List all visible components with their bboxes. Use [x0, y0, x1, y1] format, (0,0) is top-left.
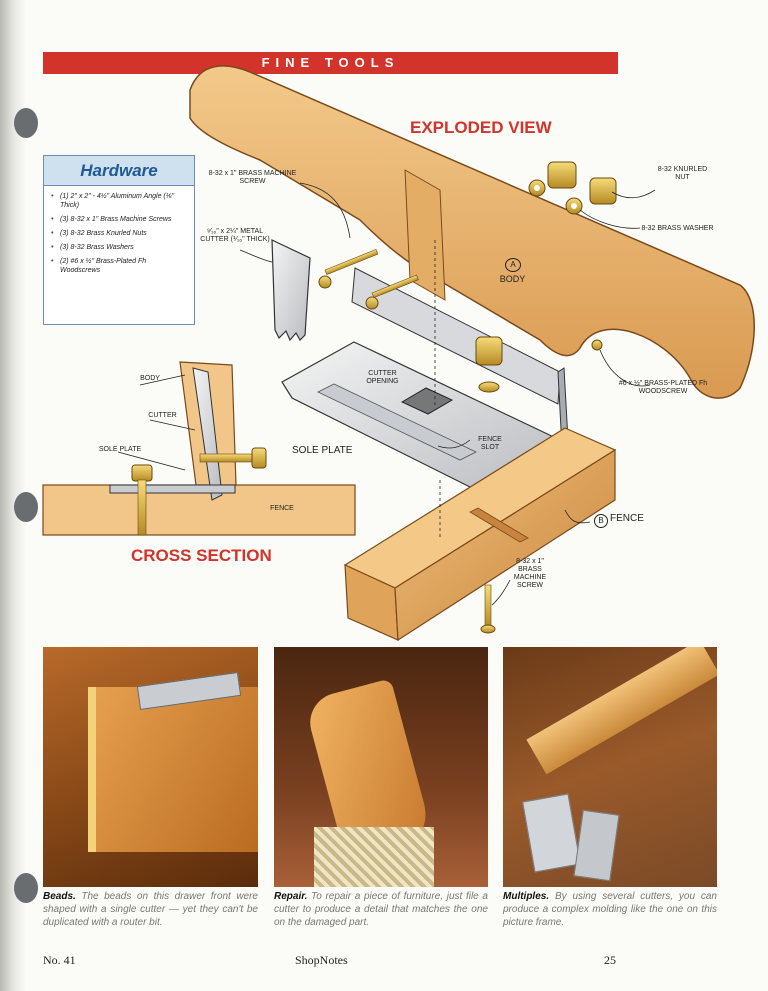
section-banner: FINE TOOLS — [43, 52, 618, 74]
footer-issue: No. 41 — [43, 953, 76, 967]
binder-hole-top — [14, 108, 38, 138]
cross-section-diagram — [42, 361, 356, 536]
machine-screws-top — [318, 249, 419, 310]
body-part — [189, 65, 755, 399]
label-machine-screw-bottom: 8-32 x 1" BRASS MACHINE SCREW — [513, 558, 547, 589]
hardware-box: Hardware (1) 2" x 2" - 4½" Aluminum Angl… — [43, 155, 195, 325]
label-sole-plate: SOLE PLATE — [292, 445, 353, 456]
list-item: (3) 8-32 Brass Washers — [51, 243, 188, 252]
machine-screw-bottom — [480, 584, 496, 634]
fence-part — [343, 427, 617, 642]
photo-repair — [274, 647, 488, 887]
binder-hole-bottom — [14, 873, 38, 903]
caption-repair: Repair. To repair a piece of furniture, … — [274, 891, 488, 928]
photo-multiples — [503, 647, 717, 887]
exploded-view-title: EXPLODED VIEW — [410, 118, 552, 137]
label-cs-fence: FENCE — [270, 505, 294, 512]
hardware-list: (1) 2" x 2" - 4½" Aluminum Angle (⅛" Thi… — [44, 192, 194, 275]
caption-multiples: Multiples. By using several cutters, you… — [503, 891, 717, 928]
metal-cutter — [271, 239, 311, 342]
hardware-title: Hardware — [44, 156, 194, 186]
cross-section-title: CROSS SECTION — [131, 546, 272, 565]
binder-hole-middle — [14, 492, 38, 522]
label-cs-body: BODY — [140, 375, 160, 382]
label-body-letter: A — [505, 258, 521, 272]
footer-page-number: 25 — [604, 953, 616, 967]
label-fence-slot: FENCE SLOT — [478, 436, 502, 451]
label-cs-sole-plate: SOLE PLATE — [98, 446, 142, 453]
label-body: BODY — [499, 274, 526, 284]
knurled-nuts — [475, 161, 617, 393]
label-knurled-nut: 8-32 KNURLED NUT — [657, 166, 708, 181]
list-item: (3) 8-32 Brass Knurled Nuts — [51, 229, 188, 238]
caption-beads: Beads. The beads on this drawer front we… — [43, 891, 258, 928]
label-machine-screw-top: 8-32 x 1" BRASS MACHINE SCREW — [208, 170, 297, 185]
label-woodscrew: #6 x ½" BRASS-PLATED Fh WOODSCREW — [618, 380, 708, 395]
list-item: (3) 8-32 x 1" Brass Machine Screws — [51, 215, 188, 224]
list-item: (2) #6 x ½" Brass-Plated Fh Woodscrews — [51, 257, 188, 275]
photo-beads — [43, 647, 258, 887]
footer-magazine: ShopNotes — [295, 953, 348, 967]
label-brass-washer: 8-32 BRASS WASHER — [641, 225, 714, 232]
list-item: (1) 2" x 2" - 4½" Aluminum Angle (⅛" Thi… — [51, 192, 188, 210]
label-metal-cutter: ⁹⁄₁₆" x 2¼" METAL CUTTER (⅟₁₆" THICK) — [200, 228, 270, 243]
label-fence: FENCE — [610, 513, 644, 524]
label-fence-letter: B — [594, 514, 608, 528]
label-cutter-opening: CUTTER OPENING — [366, 370, 399, 385]
label-cs-cutter: CUTTER — [148, 412, 177, 419]
